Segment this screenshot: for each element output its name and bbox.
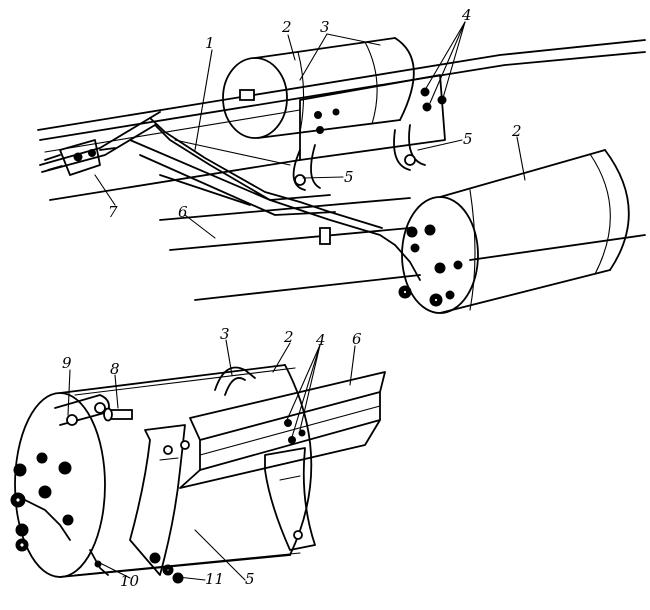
lower-air-receiver — [10, 364, 313, 578]
fixing-bolt — [103, 407, 133, 422]
callout-2-right-receiver: 2 — [512, 122, 522, 140]
fixing-nuts — [149, 552, 184, 584]
upper-mounting-bracket — [299, 74, 447, 161]
callout-5-upper-clamp-center: 5 — [344, 168, 354, 186]
receiver-saddle-brackets — [129, 424, 316, 576]
callout-5-saddle-bracket: 5 — [245, 570, 255, 588]
callout-6-frame-rail: 6 — [178, 203, 188, 221]
callout-6-frame-channel: 6 — [352, 330, 362, 348]
callout-5-upper-clamp-right: 5 — [463, 130, 473, 148]
frame-channel-section — [179, 371, 386, 489]
frame-side-member-upper — [37, 39, 646, 201]
leader-lines — [67, 21, 526, 581]
callout-7-valve-fittings: 7 — [108, 203, 118, 221]
drain-cock — [89, 549, 109, 576]
callout-3-upper-strap: 3 — [220, 325, 230, 343]
callout-8-fixing-bolt: 8 — [110, 360, 120, 378]
callout-9-fixing-lug: 9 — [62, 354, 72, 372]
air-pipe-line — [39, 111, 396, 246]
callout-2-upper-receiver: 2 — [282, 18, 292, 36]
upper-fixing-lug — [54, 394, 110, 426]
right-air-receiver — [394, 149, 630, 314]
upper-clamp-straps — [292, 124, 426, 191]
top-assembly-view — [37, 37, 646, 314]
callout-4-mounting-bolts: 4 — [316, 331, 326, 349]
callout-11-nuts: 11 — [205, 570, 225, 588]
callout-2-receiver: 2 — [284, 328, 294, 346]
upper-air-receiver — [222, 37, 415, 139]
upper-strap — [214, 366, 256, 396]
left-valve-fittings — [44, 139, 116, 176]
callout-10-drain-cock: 10 — [120, 572, 140, 590]
callout-3-upper-strap: 3 — [320, 18, 330, 36]
bottom-assembly-view — [10, 364, 386, 584]
callout-4-upper-bolts: 4 — [462, 6, 472, 24]
callout-1-cross-member: 1 — [205, 34, 215, 52]
